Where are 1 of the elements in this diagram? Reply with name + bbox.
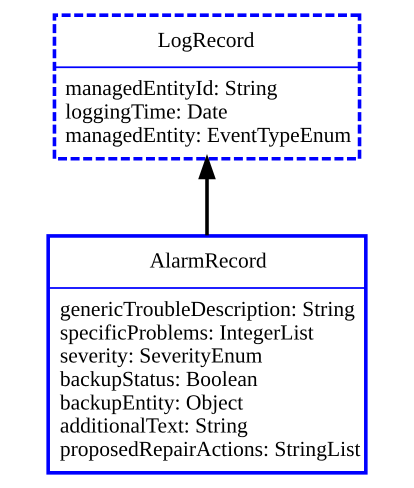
arrow <box>198 154 216 236</box>
